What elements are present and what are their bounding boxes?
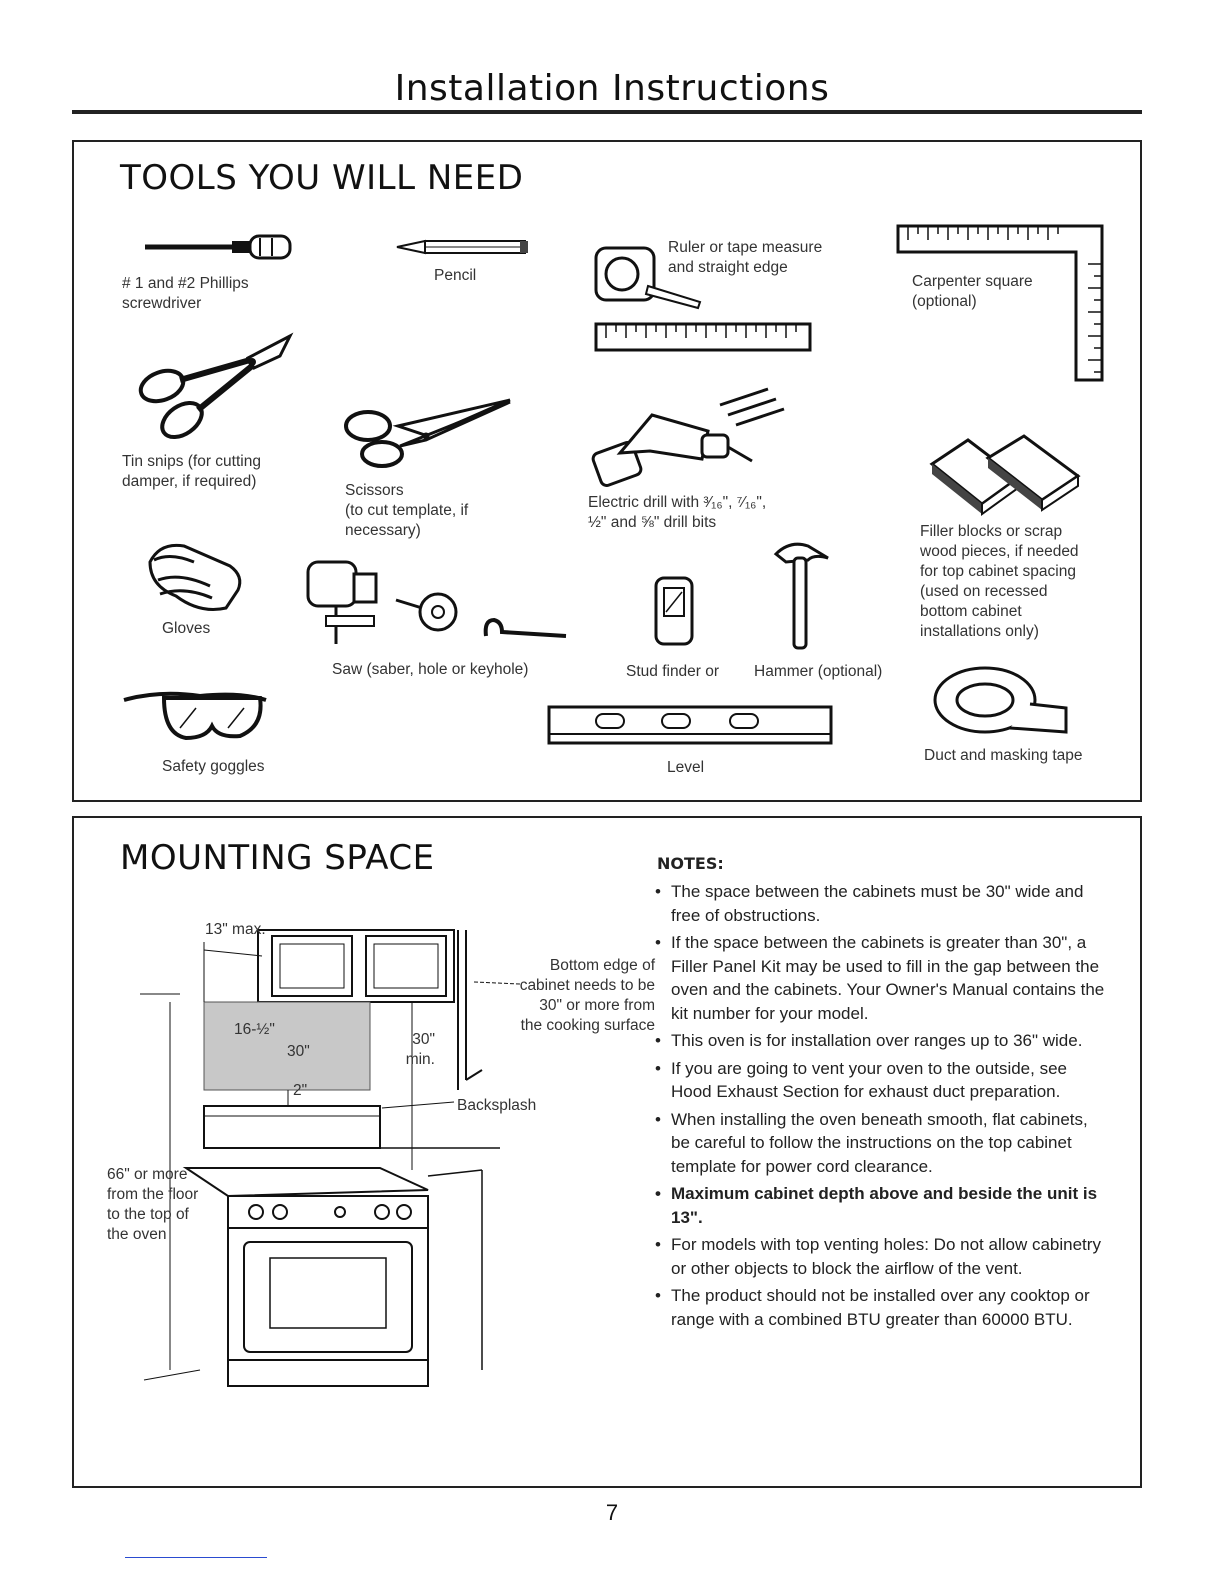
duct-tape-label: Duct and masking tape (924, 747, 1083, 764)
page-number: 7 (605, 1500, 619, 1525)
floor-height-label: 66" or more from the floor to the top of… (107, 1166, 199, 1243)
backsplash-width-label: 30" (287, 1043, 310, 1060)
tools-heading: TOOLS YOU WILL NEED (120, 158, 524, 198)
mounting-diagram (140, 929, 521, 1387)
duct-tape-icon (933, 666, 1068, 734)
backsplash-height-label: 16-½" (234, 1021, 275, 1038)
note-item: •For models with top venting holes: Do n… (655, 1235, 1101, 1278)
tools-section (72, 140, 1142, 802)
saw-icon (306, 560, 567, 644)
screwdriver-label: # 1 and #2 Phillips screwdriver (122, 275, 249, 312)
footer-rule (125, 1557, 267, 1558)
backsplash-label: Backsplash (457, 1097, 537, 1114)
bottom-edge-note: Bottom edge of cabinet needs to be 30" o… (519, 957, 655, 1034)
carpenter-square-label: Carpenter square (optional) (912, 273, 1033, 310)
hammer-icon (773, 542, 829, 650)
gap-label: 2" (293, 1082, 308, 1099)
note-item-warning: •Maximum cabinet depth above and beside … (655, 1184, 1098, 1227)
note-item: •If you are going to vent your oven to t… (655, 1058, 1067, 1102)
safety-goggles-label: Safety goggles (162, 758, 265, 775)
gloves-label: Gloves (162, 620, 211, 637)
safety-goggles-icon (123, 691, 267, 741)
tape-measure-icon (594, 246, 812, 352)
mounting-section (72, 816, 1142, 1488)
notes-list: •The space between the cabinets must be … (655, 880, 1107, 1335)
mounting-heading: MOUNTING SPACE (120, 838, 435, 878)
hammer-label: Hammer (optional) (754, 663, 883, 680)
note-item: •The space between the cabinets must be … (655, 882, 1084, 925)
note-item: •When installing the oven beneath smooth… (655, 1109, 1088, 1176)
tin-snips-label: Tin snips (for cutting damper, if requir… (122, 453, 261, 490)
saw-label: Saw (saber, hole or keyhole) (332, 661, 529, 678)
filler-blocks-label: Filler blocks or scrap wood pieces, if n… (920, 523, 1079, 640)
pencil-icon (396, 239, 528, 255)
level-label: Level (667, 759, 705, 776)
stud-finder-icon (654, 576, 694, 646)
pencil-label: Pencil (434, 267, 477, 284)
filler-blocks-icon (929, 434, 1081, 516)
note-item: •This oven is for installation over rang… (655, 1031, 1083, 1050)
tape-measure-label: Ruler or tape measure and straight edge (668, 239, 823, 276)
notes-title: NOTES: (657, 854, 724, 873)
note-item: •If the space between the cabinets is gr… (655, 933, 1105, 1023)
gloves-icon (148, 543, 242, 611)
electric-drill-label: Electric drill with ³⁄₁₆", ⁷⁄₁₆", ½" and… (588, 494, 767, 531)
note-item: •The product should not be installed ove… (655, 1286, 1090, 1329)
stud-finder-label: Stud finder or (626, 663, 720, 680)
level-icon (547, 705, 833, 745)
electric-drill-icon (591, 387, 785, 487)
page-title: Installation Instructions (394, 68, 830, 109)
title-rule (72, 110, 1142, 114)
tin-snips-icon (138, 332, 294, 440)
screwdriver-icon (145, 234, 292, 260)
scissors-icon (344, 398, 511, 468)
carpenter-square-icon (896, 224, 1104, 382)
clearance-height-label: 30" min. (405, 1031, 435, 1068)
max-depth-label: 13" max. (205, 921, 266, 938)
scissors-label: Scissors (to cut template, if necessary) (345, 482, 469, 539)
